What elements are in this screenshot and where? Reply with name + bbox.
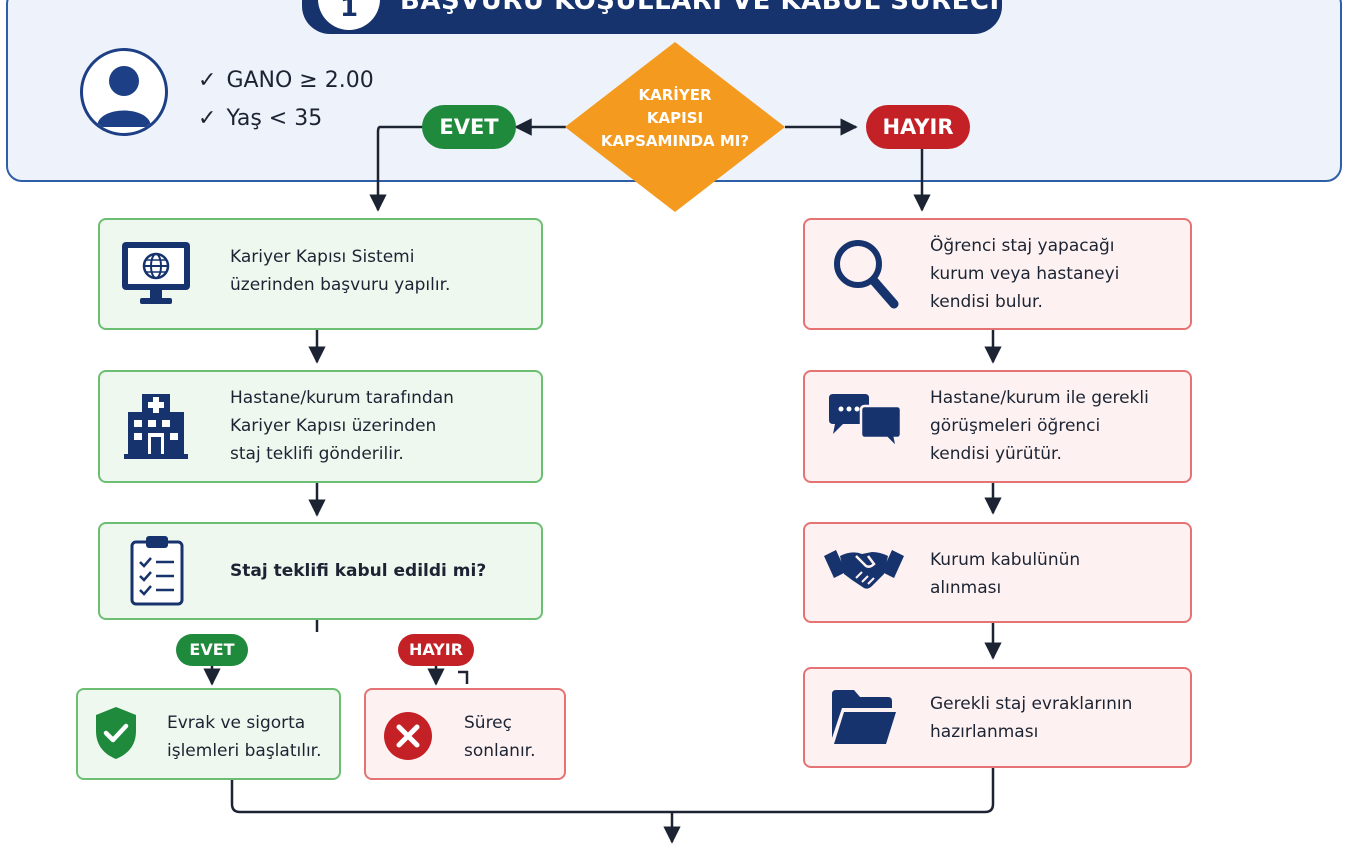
right-step-3-text: Kurum kabulünün alınması [930,550,1081,598]
connector-sub-no-hook [458,670,469,684]
check-icon: ✓ [198,106,217,131]
title-banner [302,0,1002,34]
left-step-2-box [98,370,543,483]
checklist-icon [128,534,186,610]
right-step-4-text: Gerekli staj evraklarının hazırlanması [930,694,1133,742]
right-step-1-text: Öğrenci staj yapacağı kurum veya hastane… [930,236,1120,312]
decision-diamond [565,42,785,212]
arrow-yes-down [369,125,424,212]
left-step-1-text: Kariyer Kapısı Sistemi üzerinden başvuru… [230,247,451,295]
left-step-3-text: Staj teklifi kabul edildi mi? [230,561,487,581]
x-circle-icon [383,711,433,765]
sub-no-pill: HAYIR [398,634,474,666]
decision-text: KARİYER KAPISI KAPSAMINDA MI? [600,86,750,150]
folder-icon [830,688,898,750]
page-title: BAŞVURU KOŞULLARI VE KABUL SÜRECİ [400,0,1000,16]
computer-globe-icon [120,240,192,312]
no-pill: HAYIR [866,105,970,149]
person-icon [80,48,168,136]
sub-yes-pill: EVET [176,634,248,666]
no-result-text: Süreç sonlanır. [464,713,536,761]
handshake-icon [822,542,906,604]
search-icon [830,236,900,314]
right-step-1-box [803,218,1192,330]
check-icon: ✓ [198,68,217,93]
yes-result-text: Evrak ve sigorta işlemleri başlatılır. [167,713,322,761]
shield-check-icon [94,705,138,765]
merge-line [230,768,995,814]
yes-pill: EVET [422,105,516,149]
left-step-2-text: Hastane/kurum tarafından Kariyer Kapısı … [230,388,454,464]
chat-bubbles-icon [825,392,905,456]
right-step-2-text: Hastane/kurum ile gerekli görüşmeleri öğ… [930,388,1149,464]
criteria-age: ✓Yaş < 35 [198,106,323,131]
criteria-gpa: ✓GANO ≥ 2.00 [198,68,374,93]
hospital-icon [122,390,190,464]
